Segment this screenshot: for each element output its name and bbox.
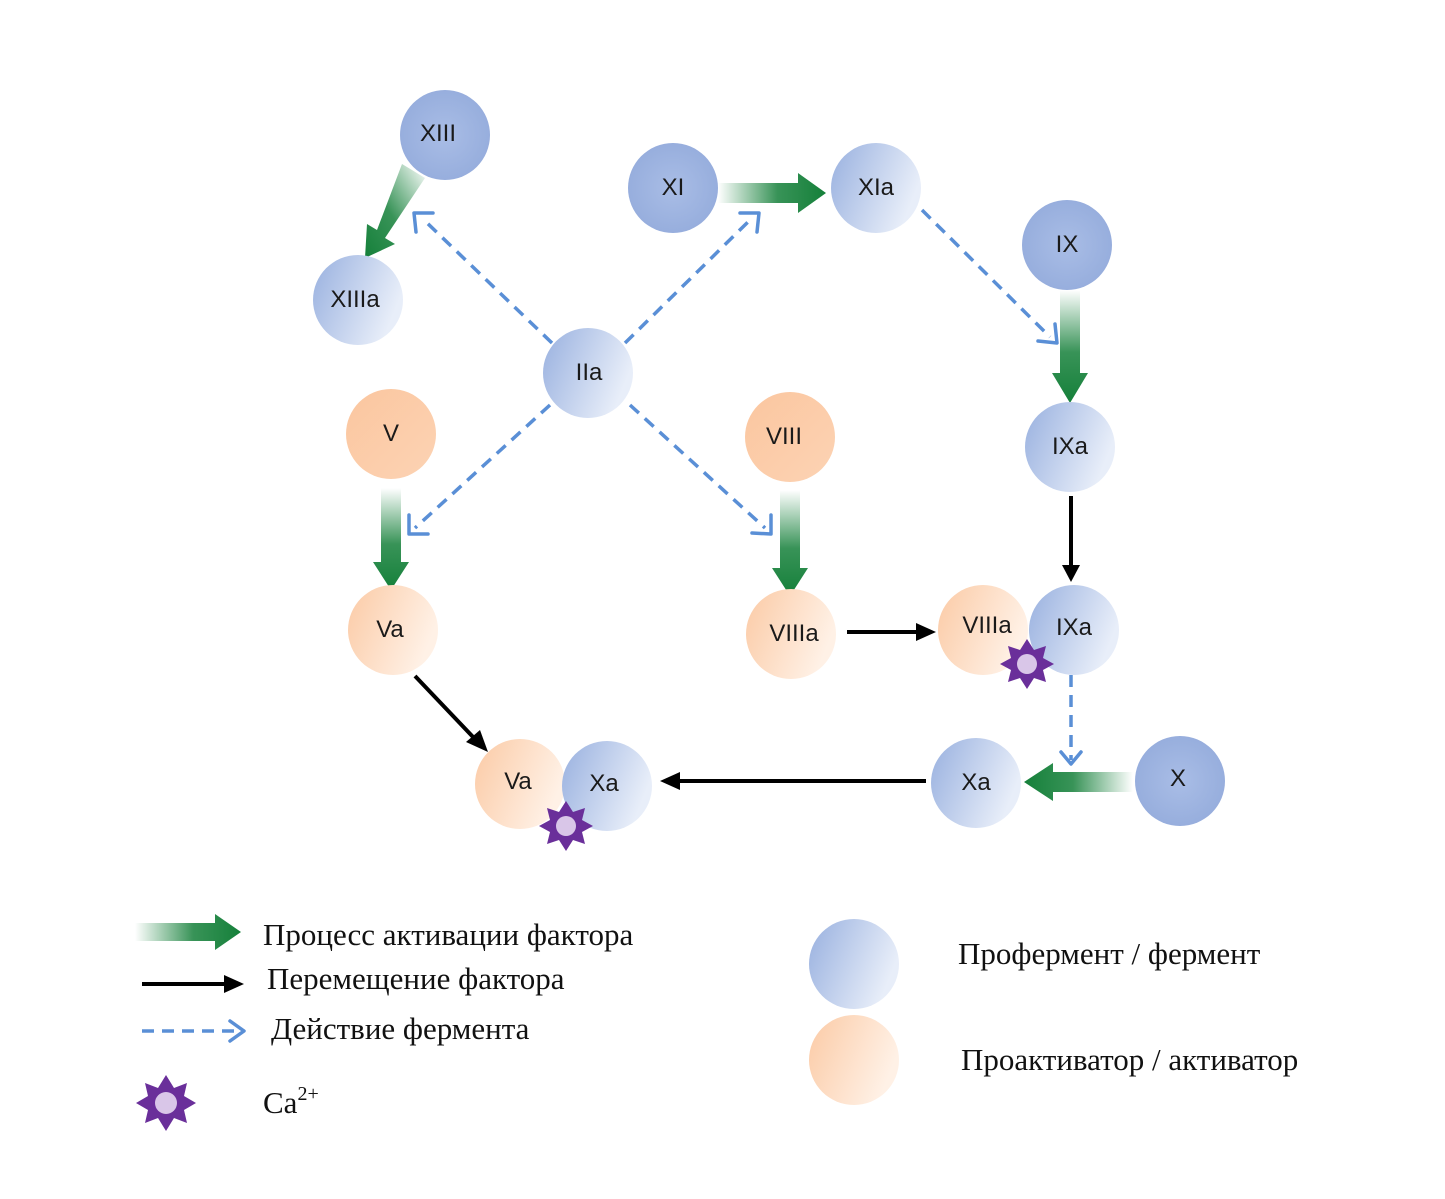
activation-arrow-XI-to-XIa [718,173,826,213]
complex-Va-Xa: Va Xa [475,739,652,851]
legend-activation-label: Процесс активации фактора [263,917,633,952]
activation-arrow-V-to-Va [373,488,409,590]
arrowhead-IIa-to-XIII [412,211,435,234]
svg-text:XIa: XIa [858,174,895,201]
complex-VIIIa-IXa: VIIIa IXa [938,585,1119,689]
factor-Va: Va [348,585,438,675]
arrowhead-movement-IXa [1062,565,1080,582]
legend-enzyme-action-arrowhead [228,1019,246,1043]
legend-movement-arrowhead [224,975,244,993]
arrowhead-movement-Va [466,730,488,752]
factor-V: V [346,389,436,479]
movement-arrow-Va-to-complex [413,674,476,740]
svg-text:X: X [1170,765,1186,792]
svg-text:IXa: IXa [1056,614,1093,641]
factor-IX: IX [1022,200,1112,290]
svg-text:IXa: IXa [1052,433,1089,460]
factor-XI: XI [628,143,718,233]
svg-text:Xa: Xa [961,769,991,796]
factor-Xa: Xa [931,738,1021,828]
activation-arrow-X-to-Xa [1024,763,1133,801]
activation-arrow-XIII-to-XIIIa [365,164,425,258]
svg-text:XIIIa: XIIIa [330,286,380,313]
legend-proactivator-label: Проактиватор / активатор [961,1042,1298,1077]
legend-calcium-icon [136,1075,196,1131]
factor-XIIIa: XIIIa [313,255,403,345]
legend-movement-label: Перемещение фактора [267,961,565,996]
svg-text:IX: IX [1056,231,1079,258]
arrowhead-IIa-to-VIII [750,513,773,536]
svg-text:VIII: VIII [766,423,802,450]
svg-text:Xa: Xa [589,770,619,797]
legend-proenzyme-circle [809,919,899,1009]
svg-text:VIIIa: VIIIa [962,612,1012,639]
factor-X: X [1135,736,1225,826]
arrowhead-IXa-to-X [1059,750,1083,766]
factor-IXa: IXa [1025,402,1115,492]
enzyme-action-arrow-IIa-to-XIII [422,218,554,345]
svg-text:V: V [383,420,399,447]
enzyme-action-arrow-IIa-to-VIII [628,403,767,530]
enzyme-action-arrow-IIa-to-XI [623,218,752,345]
svg-text:XI: XI [662,174,685,201]
svg-text:Va: Va [504,768,532,795]
arrowhead-IIa-to-V [407,513,430,536]
arrowhead-XIa-to-IX [1036,322,1059,345]
svg-text:IIa: IIa [576,359,603,386]
activation-arrow-VIII-to-VIIIa [772,490,808,596]
factor-VIIIa: VIIIa [746,589,836,679]
legend: Процесс активации фактора Перемещение фа… [135,914,1298,1131]
arrowhead-IIa-to-XI [738,211,761,234]
enzyme-action-arrow-IIa-to-V [413,403,552,530]
activation-arrow-IX-to-IXa [1052,290,1088,403]
svg-text:XIII: XIII [420,120,456,147]
factor-IIa: IIa [543,328,633,418]
arrowhead-movement-VIIIa [916,623,936,641]
enzyme-action-arrow-XIa-to-IX [920,208,1052,339]
svg-text:VIIIa: VIIIa [769,620,819,647]
factor-XIa: XIa [831,143,921,233]
factor-XIII: XIII [400,90,490,180]
arrowhead-movement-Xa [660,772,680,790]
legend-proenzyme-label: Профермент / фермент [958,936,1261,971]
factor-VIII: VIII [745,392,835,482]
calcium-icon [1000,639,1054,689]
svg-text:Va: Va [376,616,404,643]
legend-proactivator-circle [809,1015,899,1105]
calcium-icon [539,801,593,851]
legend-enzyme-action-label: Действие фермента [271,1011,530,1046]
legend-activation-arrow [135,914,241,950]
legend-calcium-label: Ca2+ [263,1083,319,1120]
